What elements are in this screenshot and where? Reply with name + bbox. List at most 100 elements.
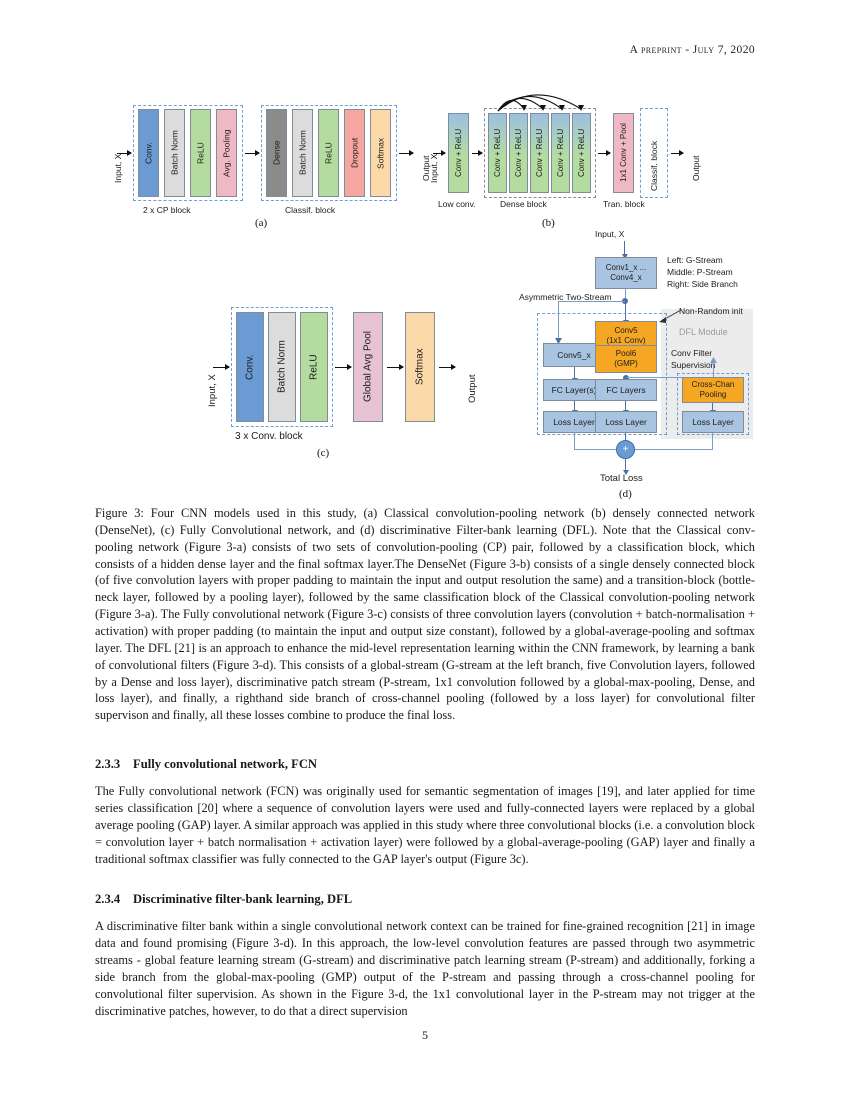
diagram-d-branch-left-arrowhead (555, 338, 562, 344)
diagram-b-dense-layer-4: Conv + ReLU (551, 113, 570, 193)
diagram-d-pstream-loss: Loss Layer (595, 411, 657, 433)
section-title-234: Discriminative filter-bank learning, DFL (133, 892, 353, 906)
diagram-a-layer-softmax: Softmax (370, 109, 391, 197)
diagram-d-stem-block: Conv1_x ... Conv4_x (595, 257, 657, 289)
figure-caption: Figure 3: Four CNN models used in this s… (95, 506, 755, 723)
diagram-d-annotation-dfl-module: DFL Module (679, 327, 728, 337)
diagram-b-transition-layer: 1x1 Conv + Pool (613, 113, 634, 193)
diagram-c-conv-group-label: 3 x Conv. block (235, 431, 303, 442)
diagram-b-skip-connections (497, 94, 584, 112)
diagram-b-dense-layer-5: Conv + ReLU (572, 113, 591, 193)
diagram-a-layer-relu: ReLU (190, 109, 211, 197)
diagram-d-gstream-conv5x: Conv5_x (543, 343, 605, 367)
diagram-b-classif-label: Classif. block (649, 140, 659, 191)
diagram-d-sidebranch-fork-line (626, 377, 714, 379)
diagram-d-sidebranch-arrowhead (710, 357, 717, 363)
diagram-d-sum-output-arrow (622, 459, 630, 475)
diagram-c-arrow-to-softmax (387, 363, 404, 372)
diagram-d-gloss-down (574, 433, 576, 449)
diagram-d-total-loss-label: Total Loss (600, 473, 643, 484)
diagram-c-layer-conv: Conv. (236, 312, 264, 422)
diagram-a-classif-group-label: Classif. block (285, 205, 336, 215)
diagram-d-branch-left-down (558, 301, 560, 339)
diagram-d-sidebranch-fork-down (713, 361, 715, 378)
diagram-d-legend-sidebranch: Right: Side Branch (667, 279, 738, 289)
diagram-c-input-arrow (213, 363, 230, 372)
diagram-d-sidebranch-arrow (709, 403, 717, 415)
diagram-d-annotation-asymmetric: Asymmetric Two-Stream (519, 292, 612, 302)
diagram-c-arrow-to-gap (335, 363, 352, 372)
diagram-d-gstream-loss: Loss Layer (543, 411, 605, 433)
diagram-a-layer-dropout: Dropout (344, 109, 365, 197)
diagram-b-dense-group-label: Dense block (500, 199, 547, 209)
diagram-d-sublabel: (d) (619, 488, 632, 500)
diagram-d-sideloss-down (712, 433, 714, 449)
diagram-a-layer-relu2: ReLU (318, 109, 339, 197)
diagram-c-input-label: Input, X (207, 374, 218, 407)
diagram-b-low-conv-label: Low conv. (438, 199, 476, 209)
diagram-d-input-arrow (621, 241, 629, 259)
diagram-b-arrow-to-tran (598, 149, 611, 158)
diagram-a-layer-avgpool: Avg. Pooling (216, 109, 237, 197)
diagram-d-legend-gstream: Left: G-Stream (667, 255, 723, 265)
diagram-d-pstream-pool6: Pool6 (GMP) (595, 345, 657, 373)
section-number-234: 2.3.4 (95, 892, 121, 906)
diagram-a-cp-group (133, 105, 243, 201)
diagram-d-gstream-arrow2 (571, 401, 579, 415)
diagram-c-conv-group (231, 307, 333, 427)
diagram-b-dense-layer-3: Conv + ReLU (530, 113, 549, 193)
figure-3: Input, X Conv. Batch Norm ReLU Avg. Pool… (95, 94, 755, 500)
diagram-d-sideloss-to-sum (629, 449, 713, 451)
diagram-b-input-label: Input, X (429, 153, 439, 183)
page-number: 5 (422, 1028, 428, 1042)
diagram-c-layer-softmax: Softmax (405, 312, 435, 422)
diagram-d-input-label: Input, X (595, 229, 625, 239)
diagram-a-input-label: Input, X (113, 153, 123, 183)
diagram-b-classif-group (640, 108, 668, 198)
diagram-d-twostream-group (537, 313, 667, 435)
diagram-b-dense-layer-1: Conv + ReLU (488, 113, 507, 193)
diagram-c-output-arrow (439, 363, 456, 372)
diagram-d-pstream-fc: FC Layers (595, 379, 657, 401)
diagram-b-dense-group (484, 108, 596, 198)
diagram-a-input-arrow (117, 149, 132, 158)
diagram-d-sidebranch-loss: Loss Layer (682, 411, 744, 433)
diagram-b-input-arrow (433, 149, 446, 158)
diagram-b-tran-group-label: Tran. block (603, 199, 645, 209)
diagram-d-branch-left (558, 301, 626, 303)
diagram-a-layer-conv: Conv. (138, 109, 159, 197)
diagram-d-sidebranch-crosschan: Cross-Chan Pooling (682, 377, 744, 403)
diagram-d-stem-down (625, 289, 627, 301)
diagram-b-low-conv: Conv + ReLU (448, 113, 469, 193)
diagram-d-annotation-supervision-line1: Conv Filter (671, 348, 713, 358)
diagram-c-output-label: Output (467, 374, 478, 403)
diagram-d-legend-pstream: Middle: P-Stream (667, 267, 733, 277)
diagram-b-sublabel: (b) (542, 217, 555, 229)
diagram-c-layer-batchnorm: Batch Norm (268, 312, 296, 422)
diagram-d-gstream-arrow1 (571, 367, 579, 383)
diagram-d-gloss-to-sum (574, 449, 622, 451)
diagram-a-sublabel: (a) (255, 217, 268, 229)
section-number-233: 2.3.3 (95, 757, 121, 771)
diagram-a-classif-group (261, 105, 397, 201)
diagram-a-layer-dense: Dense (266, 109, 287, 197)
diagram-d-annotation-supervision-line2: Supervision (671, 360, 716, 370)
diagram-d-annotation-nonrandom-init: Non-Random init (679, 306, 743, 316)
diagram-d-pstream-arrow3 (622, 401, 630, 415)
section-heading-234: 2.3.4 Discriminative filter-bank learning… (95, 892, 755, 907)
diagram-d-sum-node: + (616, 440, 635, 459)
diagram-b-arrow-to-dense (472, 149, 483, 158)
section-body-233: The Fully convolutional network (FCN) wa… (95, 784, 755, 866)
running-header: A preprint - July 7, 2020 (629, 44, 755, 56)
diagram-c-layer-gap: Global Avg Pool (353, 312, 383, 422)
diagram-b-output-arrow (671, 149, 684, 158)
section-body-234: A discriminative filter bank within a si… (95, 919, 755, 1018)
diagram-a-cp-group-label: 2 x CP block (143, 205, 191, 215)
diagram-b-output-label: Output (691, 155, 701, 181)
diagram-a-layer-batchnorm: Batch Norm (164, 109, 185, 197)
diagram-c-sublabel: (c) (317, 447, 330, 459)
diagram-a-output-arrow (399, 149, 414, 158)
diagram-a-mid-arrow (245, 149, 260, 158)
